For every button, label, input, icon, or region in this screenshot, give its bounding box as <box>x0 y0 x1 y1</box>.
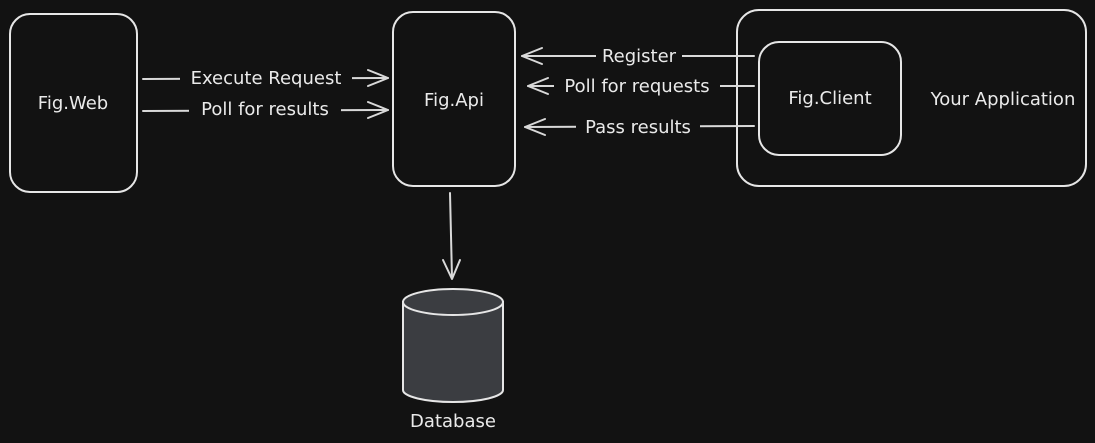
fig-api-node: Fig.Api <box>392 11 516 187</box>
database-cylinder-body <box>402 301 504 403</box>
execute-request-label: Execute Request <box>191 68 342 89</box>
fig-client-node: Fig.Client <box>758 41 902 156</box>
register-label: Register <box>602 46 677 67</box>
pass-results-arrowhead <box>524 118 546 136</box>
fig-client-label: Fig.Client <box>788 88 871 109</box>
edge-execute-request: Execute Request <box>142 66 389 90</box>
api-to-database-line <box>449 192 453 279</box>
fig-api-label: Fig.Api <box>424 90 484 111</box>
your-application-node: Your Application <box>736 9 1087 187</box>
fig-api-box <box>392 11 516 187</box>
poll-for-results-label: Poll for results <box>201 99 329 120</box>
database-cylinder-top <box>402 288 504 316</box>
poll-for-results-arrowhead <box>367 101 389 119</box>
edge-poll-for-results: Poll for results <box>142 98 389 122</box>
poll-for-requests-label: Poll for requests <box>564 76 709 97</box>
edge-register: Register <box>521 44 755 68</box>
poll-for-requests-arrowhead <box>527 77 549 95</box>
database-label: Database <box>410 411 496 432</box>
pass-results-label: Pass results <box>585 117 691 138</box>
fig-web-node: Fig.Web <box>9 13 138 193</box>
api-to-database-arrowhead <box>442 259 461 280</box>
fig-web-label: Fig.Web <box>38 93 108 114</box>
edge-pass-results: Pass results <box>524 115 755 139</box>
execute-request-arrowhead <box>367 69 389 87</box>
fig-client-box <box>758 41 902 156</box>
edge-poll-for-requests: Poll for requests <box>527 74 755 98</box>
register-arrowhead <box>521 47 543 65</box>
your-application-label: Your Application <box>930 89 1076 110</box>
edge-api-to-database <box>442 192 461 280</box>
database-node: Database <box>402 288 504 432</box>
your-application-box <box>736 9 1087 187</box>
fig-web-box <box>9 13 138 193</box>
